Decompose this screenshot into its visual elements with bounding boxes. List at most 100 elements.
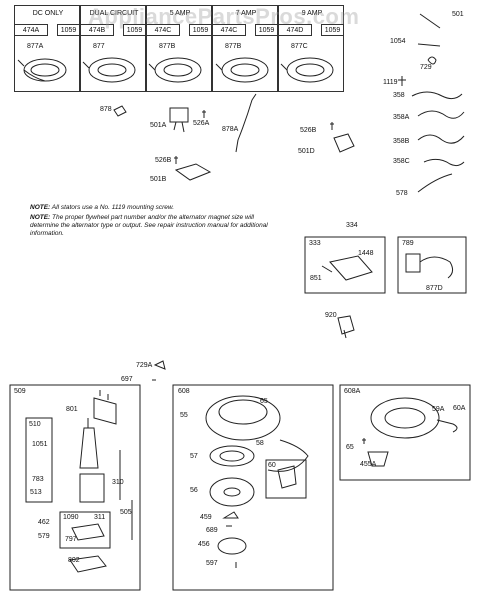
box-333: [304, 236, 386, 294]
stator-range-name: 5 AMP: [169, 10, 191, 17]
callout-597: 597: [206, 560, 218, 567]
box-1090: [59, 511, 111, 549]
stator-part-number: 877B: [159, 43, 176, 50]
callout-455a: 455A: [360, 461, 377, 468]
watermark: AppliancePartsPros.com: [88, 4, 360, 29]
callout-58: 58: [256, 440, 264, 447]
stator-part-number: 877: [93, 43, 105, 50]
part-920: [337, 315, 355, 339]
callout-60: 60: [268, 462, 276, 469]
stator-column: [278, 5, 344, 92]
callout-60a: 60A: [453, 405, 466, 412]
callout-462: 462: [38, 519, 50, 526]
box-509: [9, 384, 141, 591]
cup-455a: [367, 451, 389, 467]
callout-65-b: 65: [346, 444, 354, 451]
callout-608a: 608A: [344, 388, 361, 395]
stator-code: 474A: [14, 24, 48, 36]
note-2-text: The proper flywheel part number and/or t…: [30, 214, 268, 237]
callout-578: 578: [396, 190, 408, 197]
callout-59a: 59A: [432, 406, 445, 413]
callout-729: 729: [420, 64, 432, 71]
stator-coil-877b-2: [215, 57, 269, 83]
regulator-501a: [169, 107, 189, 123]
stator-part-number: 877A: [27, 43, 44, 50]
callout-510: 510: [29, 421, 41, 428]
callout-789: 789: [402, 240, 414, 247]
wire-358: [411, 91, 463, 100]
note-2-prefix: NOTE:: [30, 214, 51, 221]
box-608a: [339, 384, 471, 481]
callout-797: 797: [65, 536, 77, 543]
stator-code: 474C: [212, 24, 246, 36]
box-510: [25, 417, 53, 503]
callout-311: 311: [94, 514, 106, 521]
callout-608: 608: [178, 388, 190, 395]
rectifier-501d: [333, 133, 355, 153]
wire-1054: [417, 43, 441, 47]
callout-878: 878: [100, 106, 112, 113]
bracket-797: [71, 523, 105, 541]
stator-screw: 1059: [57, 24, 80, 36]
callout-526a: 526A: [193, 120, 210, 127]
callout-920: 920: [325, 312, 337, 319]
regulator-501b: [174, 163, 212, 181]
callout-1090: 1090: [63, 514, 79, 521]
callout-877d: 877D: [426, 285, 443, 292]
callout-334: 334: [346, 222, 358, 229]
connector-878: [113, 105, 127, 117]
callout-802: 802: [68, 557, 80, 564]
callout-501: 501: [452, 11, 464, 18]
stator-range-name: 7 AMP: [235, 10, 257, 17]
callout-358a: 358A: [393, 114, 410, 121]
callout-456: 456: [198, 541, 210, 548]
callout-509: 509: [14, 388, 26, 395]
ignition-armature: [321, 255, 373, 281]
screw-1119: [398, 76, 406, 86]
screw-65b: [362, 438, 366, 444]
screw-526b-2: [174, 156, 178, 164]
callout-459: 459: [200, 514, 212, 521]
callout-1119: 1119: [383, 79, 398, 86]
starter-housing: [79, 473, 105, 503]
spring-57: [209, 445, 255, 467]
callout-333: 333: [309, 240, 321, 247]
stator-code: 474C: [146, 24, 180, 36]
callout-57: 57: [190, 453, 198, 460]
stator-coil-877: [82, 57, 136, 83]
callout-1054: 1054: [390, 38, 406, 45]
stator-column: [80, 5, 146, 92]
stator-screw: 1059: [255, 24, 278, 36]
retainer-456: [217, 537, 247, 555]
armature: [79, 418, 99, 469]
end-plate-802: [69, 555, 107, 573]
stator-column: [146, 5, 212, 92]
stator-code: 474D: [278, 24, 312, 36]
stator-coil-877a: [17, 58, 67, 82]
pawl-459: [222, 511, 239, 519]
wire-578: [417, 173, 453, 193]
screw-526b: [330, 122, 334, 130]
recoil-assembly-59a: [370, 397, 458, 439]
callout-358b: 358B: [393, 138, 410, 145]
stator-range-name: DC ONLY: [32, 10, 64, 17]
handle-60: [277, 465, 297, 489]
callout-689: 689: [206, 527, 218, 534]
clip-729: [427, 56, 437, 65]
callout-505: 505: [120, 509, 132, 516]
stator-part-number: 877C: [291, 43, 308, 50]
note-flywheel: NOTE: The proper flywheel part number an…: [30, 214, 280, 238]
wire-358b: [417, 134, 465, 144]
wire-878a: [235, 93, 257, 153]
callout-513: 513: [30, 489, 42, 496]
stator-screw: 1059: [189, 24, 212, 36]
callout-358: 358: [393, 92, 405, 99]
wire-501: [419, 13, 441, 29]
stator-column: [14, 5, 80, 92]
callout-501a: 501A: [150, 122, 167, 129]
box-789: [397, 236, 467, 294]
stator-code: 474B: [80, 24, 114, 36]
stator-range-name: DUAL CIRCUIT: [89, 10, 139, 17]
callout-579: 579: [38, 533, 50, 540]
